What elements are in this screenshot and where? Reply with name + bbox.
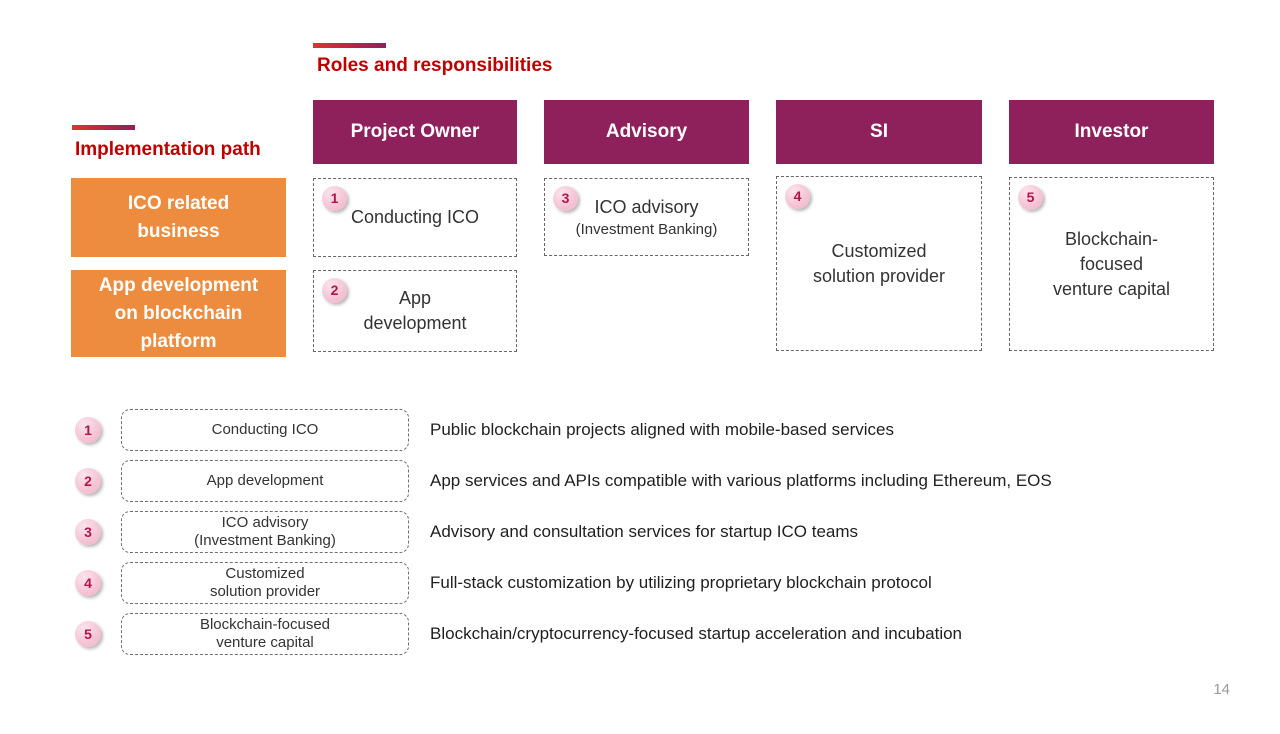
cell-conducting-ico: 1 Conducting ICO xyxy=(313,178,517,257)
legend-description: App services and APIs compatible with va… xyxy=(430,471,1052,490)
legend-item-box: Customized solution provider xyxy=(121,562,409,604)
legend-row-2: 2 App development App services and APIs … xyxy=(75,460,1225,502)
legend-item-box: ICO advisory (Investment Banking) xyxy=(121,511,409,553)
legend-description: Advisory and consultation services for s… xyxy=(430,522,859,541)
roles-title: Roles and responsibilities xyxy=(317,55,553,76)
legend-item-box: App development xyxy=(121,460,409,502)
cell-label: Customized solution provider xyxy=(812,240,946,286)
legend-row-1: 1 Conducting ICO Public blockchain proje… xyxy=(75,409,1225,451)
legend-description: Blockchain/cryptocurrency-focused startu… xyxy=(430,624,963,643)
cell-customized-solution-provider: 4 Customized solution provider xyxy=(776,176,982,351)
number-badge-1: 1 xyxy=(322,186,347,211)
number-badge-1: 1 xyxy=(75,417,101,443)
column-header-investor: Investor xyxy=(1009,100,1214,164)
number-badge-4: 4 xyxy=(75,570,101,596)
number-badge-2: 2 xyxy=(322,278,347,303)
legend-row-3: 3 ICO advisory (Investment Banking) Advi… xyxy=(75,511,1225,553)
cell-label: Conducting ICO xyxy=(350,207,480,227)
row-label-ico-related-business: ICO related business xyxy=(71,178,286,257)
legend-item-box: Conducting ICO xyxy=(121,409,409,451)
column-header-project-owner: Project Owner xyxy=(313,100,517,164)
cell-blockchain-focused-venture-capital: 5 Blockchain- focused venture capital xyxy=(1009,177,1214,351)
number-badge-5: 5 xyxy=(75,621,101,647)
row-label-app-development-on-blockchain-platform: App development on blockchain platform xyxy=(71,270,286,357)
column-header-si: SI xyxy=(776,100,982,164)
legend-description: Public blockchain projects aligned with … xyxy=(430,420,894,439)
column-header-advisory: Advisory xyxy=(544,100,749,164)
number-badge-2: 2 xyxy=(75,468,101,494)
legend-row-5: 5 Blockchain-focused venture capital Blo… xyxy=(75,613,1225,655)
cell-label: App development xyxy=(363,288,467,333)
page-number: 14 xyxy=(1213,681,1230,698)
implementation-accent-bar xyxy=(72,125,135,130)
roles-accent-bar xyxy=(313,43,386,48)
cell-ico-advisory: 3 ICO advisory (Investment Banking) xyxy=(544,178,749,256)
legend-description: Full-stack customization by utilizing pr… xyxy=(430,573,932,592)
implementation-title: Implementation path xyxy=(75,139,261,160)
legend-row-4: 4 Customized solution provider Full-stac… xyxy=(75,562,1225,604)
legend-item-box: Blockchain-focused venture capital xyxy=(121,613,409,655)
cell-label: ICO advisory xyxy=(594,197,699,217)
cell-app-development: 2 App development xyxy=(313,270,517,352)
number-badge-4: 4 xyxy=(785,184,810,209)
number-badge-3: 3 xyxy=(553,186,578,211)
cell-sublabel: (Investment Banking) xyxy=(575,221,718,238)
cell-label: Blockchain- focused venture capital xyxy=(1052,228,1171,299)
number-badge-5: 5 xyxy=(1018,185,1043,210)
number-badge-3: 3 xyxy=(75,519,101,545)
